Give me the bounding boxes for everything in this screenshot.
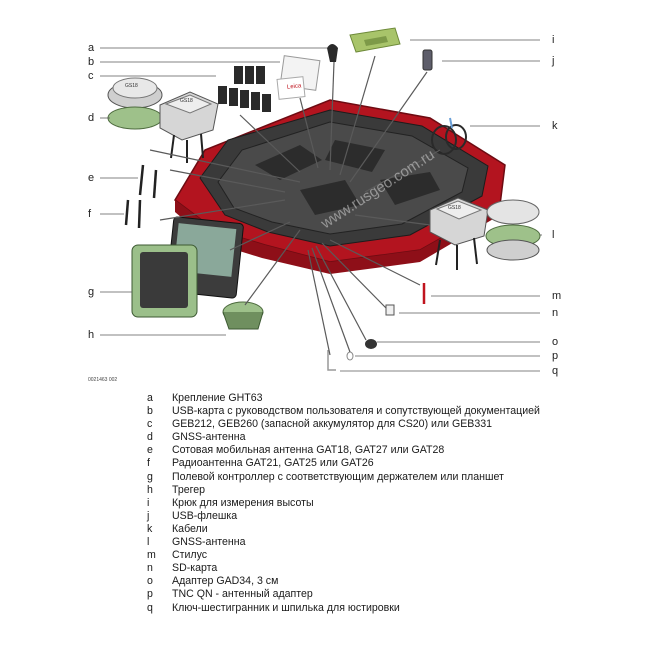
- callout-l: l: [552, 229, 555, 241]
- legend-key: m: [147, 549, 156, 562]
- legend-item: b USB-карта с руководством пользователя и…: [147, 405, 567, 418]
- legend-text: Кабели: [172, 522, 208, 535]
- figure-id: 0021463 002: [88, 377, 118, 383]
- legend-key: b: [147, 405, 153, 418]
- callout-q: q: [552, 365, 559, 377]
- callout-o: o: [552, 336, 559, 348]
- callout-p: p: [552, 350, 559, 362]
- batteries-item: [218, 66, 271, 112]
- foam-slot-1: [255, 145, 322, 180]
- tnc-adapter-item: [346, 351, 354, 361]
- callout-n: n: [552, 307, 559, 319]
- legend-list: a Крепление GHT63 b USB-карта с руководств…: [147, 392, 567, 615]
- callout-f: f: [88, 208, 92, 220]
- legend-text: Ключ-шестигранник и шпилька для юстировк…: [172, 601, 400, 614]
- legend-item: j USB-флешка: [147, 510, 567, 523]
- foam-slot-2: [325, 140, 385, 172]
- legend-item: h Трегер: [147, 484, 567, 497]
- legend-key: n: [147, 562, 153, 575]
- callout-e: e: [88, 172, 95, 184]
- legend-key: f: [147, 457, 150, 470]
- foam-slot-4: [380, 172, 440, 205]
- callout-g: g: [88, 286, 95, 298]
- antenna-logo: GS18: [448, 205, 461, 211]
- legend-key: j: [147, 509, 150, 522]
- gnss-antenna-left-item: [107, 77, 219, 163]
- legend-key: o: [147, 575, 153, 588]
- legend-text: GEB212, GEB260 (запасной аккумулятор для…: [172, 418, 493, 431]
- legend-text: Радиоантенна GAT21, GAT25 или GAT26: [172, 457, 374, 470]
- case-lid-lip: [175, 200, 500, 274]
- tribrach-item: [222, 301, 264, 330]
- usb-stick-item: [422, 49, 433, 71]
- legend-text: Адаптер GAD34, 3 см: [172, 575, 279, 588]
- callout-b: b: [88, 56, 95, 68]
- legend-item: g Полевой контроллер с соответствующим де…: [147, 471, 567, 484]
- legend-item: q Ключ-шестигранник и шпилька для юстиров…: [147, 602, 567, 615]
- legend-key: a: [147, 392, 153, 404]
- legend-key: l: [147, 536, 150, 549]
- legend-item: o Адаптер GAD34, 3 см: [147, 575, 567, 588]
- legend-text: GNSS-антенна: [172, 536, 246, 549]
- legend-key: d: [147, 431, 153, 444]
- legend-item: e Сотовая мобильная антенна GAT18, GAT27 …: [147, 444, 567, 457]
- hex-key-item: [327, 350, 336, 371]
- callout-c: c: [88, 70, 94, 82]
- legend-key: c: [147, 418, 153, 431]
- cellular-antenna-item: [138, 164, 158, 199]
- callout-h: h: [88, 329, 95, 341]
- legend-key: h: [147, 483, 153, 496]
- gnss-antenna-right-item: [429, 197, 541, 270]
- legend-item: i Крюк для измерения высоты: [147, 497, 567, 510]
- legend-item: c GEB212, GEB260 (запасной аккумулятор дл…: [147, 418, 567, 431]
- legend-key: q: [147, 601, 153, 614]
- legend-item: a Крепление GHT63: [147, 392, 567, 405]
- legend-text: Крепление GHT63: [172, 392, 263, 404]
- legend-item: f Радиоантенна GAT21, GAT25 или GAT26: [147, 457, 567, 470]
- radio-antenna-item: [124, 199, 142, 229]
- legend-text: Стилус: [172, 549, 208, 562]
- legend-item: d GNSS-антенна: [147, 431, 567, 444]
- legend-text: TNC QN - антенный адаптер: [172, 588, 313, 601]
- callout-d: d: [88, 112, 95, 124]
- legend-text: GNSS-антенна: [172, 431, 246, 444]
- legend-item: l GNSS-антенна: [147, 536, 567, 549]
- usb-card-item: [276, 55, 321, 100]
- legend-text: USB-карта с руководством пользователя и …: [172, 405, 540, 418]
- antenna-logo: GS18: [180, 98, 193, 104]
- callout-i: i: [552, 34, 555, 46]
- legend-text: SD-карта: [172, 562, 218, 575]
- callout-a: a: [88, 42, 95, 54]
- antenna-logo: GS18: [125, 83, 138, 89]
- callout-j: j: [552, 55, 555, 67]
- callout-k: k: [552, 120, 558, 132]
- legend-key: e: [147, 444, 153, 457]
- legend-text: Сотовая мобильная антенна GAT18, GAT27 и…: [172, 444, 445, 457]
- legend-item: k Кабели: [147, 523, 567, 536]
- cables-item: [431, 117, 467, 155]
- foam-slot-3: [300, 180, 360, 215]
- leader-lines: [100, 39, 542, 372]
- legend-text: Трегер: [172, 483, 206, 496]
- field-controller-item: [131, 216, 244, 318]
- sd-card-item: [385, 304, 395, 316]
- legend-key: p: [147, 588, 153, 601]
- legend-key: i: [147, 496, 150, 509]
- height-hook-item: [349, 27, 401, 53]
- legend-text: Полевой контроллер с соответствующим дер…: [172, 470, 504, 483]
- bracket-item: [327, 44, 338, 62]
- legend-text: USB-флешка: [172, 509, 238, 522]
- legend-text: Крюк для измерения высоты: [172, 496, 314, 509]
- legend-key: g: [147, 470, 153, 483]
- legend-item: p TNC QN - антенный адаптер: [147, 588, 567, 601]
- legend-key: k: [147, 522, 153, 535]
- legend-item: n SD-карта: [147, 562, 567, 575]
- legend-item: m Стилус: [147, 549, 567, 562]
- callout-m: m: [552, 290, 562, 302]
- adapter-item: [365, 339, 377, 349]
- foam-insert: [217, 121, 469, 235]
